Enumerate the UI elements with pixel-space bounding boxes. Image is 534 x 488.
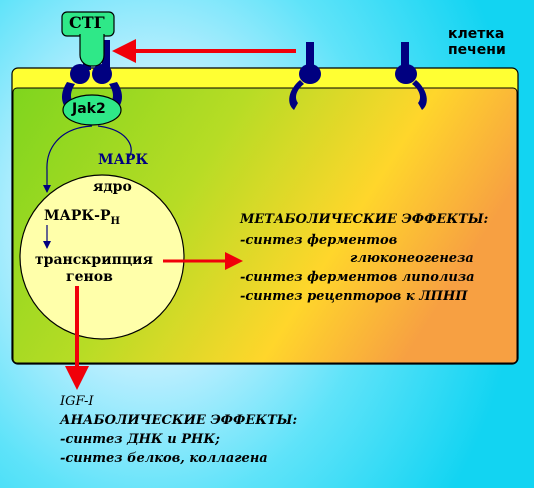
free-receptor-2 — [395, 42, 427, 110]
mapk-ph-base: МАРК-Р — [44, 208, 111, 224]
metabolic-item1-line2: глюконеогенеза — [350, 251, 474, 266]
anabolic-item1: -синтез ДНК и РНК; — [60, 432, 220, 447]
mapk-ph-label: МАРК-РН — [44, 208, 120, 227]
metabolic-title: МЕТАБОЛИЧЕСКИЕ ЭФФЕКТЫ: — [240, 212, 489, 227]
transcription-label-line1: транскрипция — [35, 252, 153, 268]
mapk-label: МАРК — [98, 152, 149, 168]
metabolic-item1-line1: -синтез ферментов — [240, 233, 398, 248]
metabolic-item3: -синтез рецепторов к ЛПНП — [240, 289, 468, 304]
anabolic-item2: -синтез белков, коллагена — [60, 451, 268, 466]
nucleus-circle — [19, 174, 185, 340]
metabolic-item2: -синтез ферментов липолиза — [240, 270, 475, 285]
jak2-ellipse — [62, 94, 122, 126]
free-receptor-1 — [289, 42, 321, 110]
hormone-label: СТГ — [69, 13, 105, 32]
cell-label-line2: печени — [448, 42, 506, 58]
mapk-ph-sub: Н — [110, 215, 120, 227]
cell-label-line1: клетка — [448, 26, 505, 42]
igf-label: IGF-I — [60, 394, 94, 409]
anabolic-title: АНАБОЛИЧЕСКИЕ ЭФФЕКТЫ: — [60, 413, 298, 428]
nucleus-label: ядро — [93, 179, 132, 195]
transcription-label-line2: генов — [66, 269, 113, 285]
hormone-stem — [79, 34, 105, 67]
mapk-signal-path — [47, 125, 132, 192]
jak2-label: Jak2 — [72, 101, 106, 117]
